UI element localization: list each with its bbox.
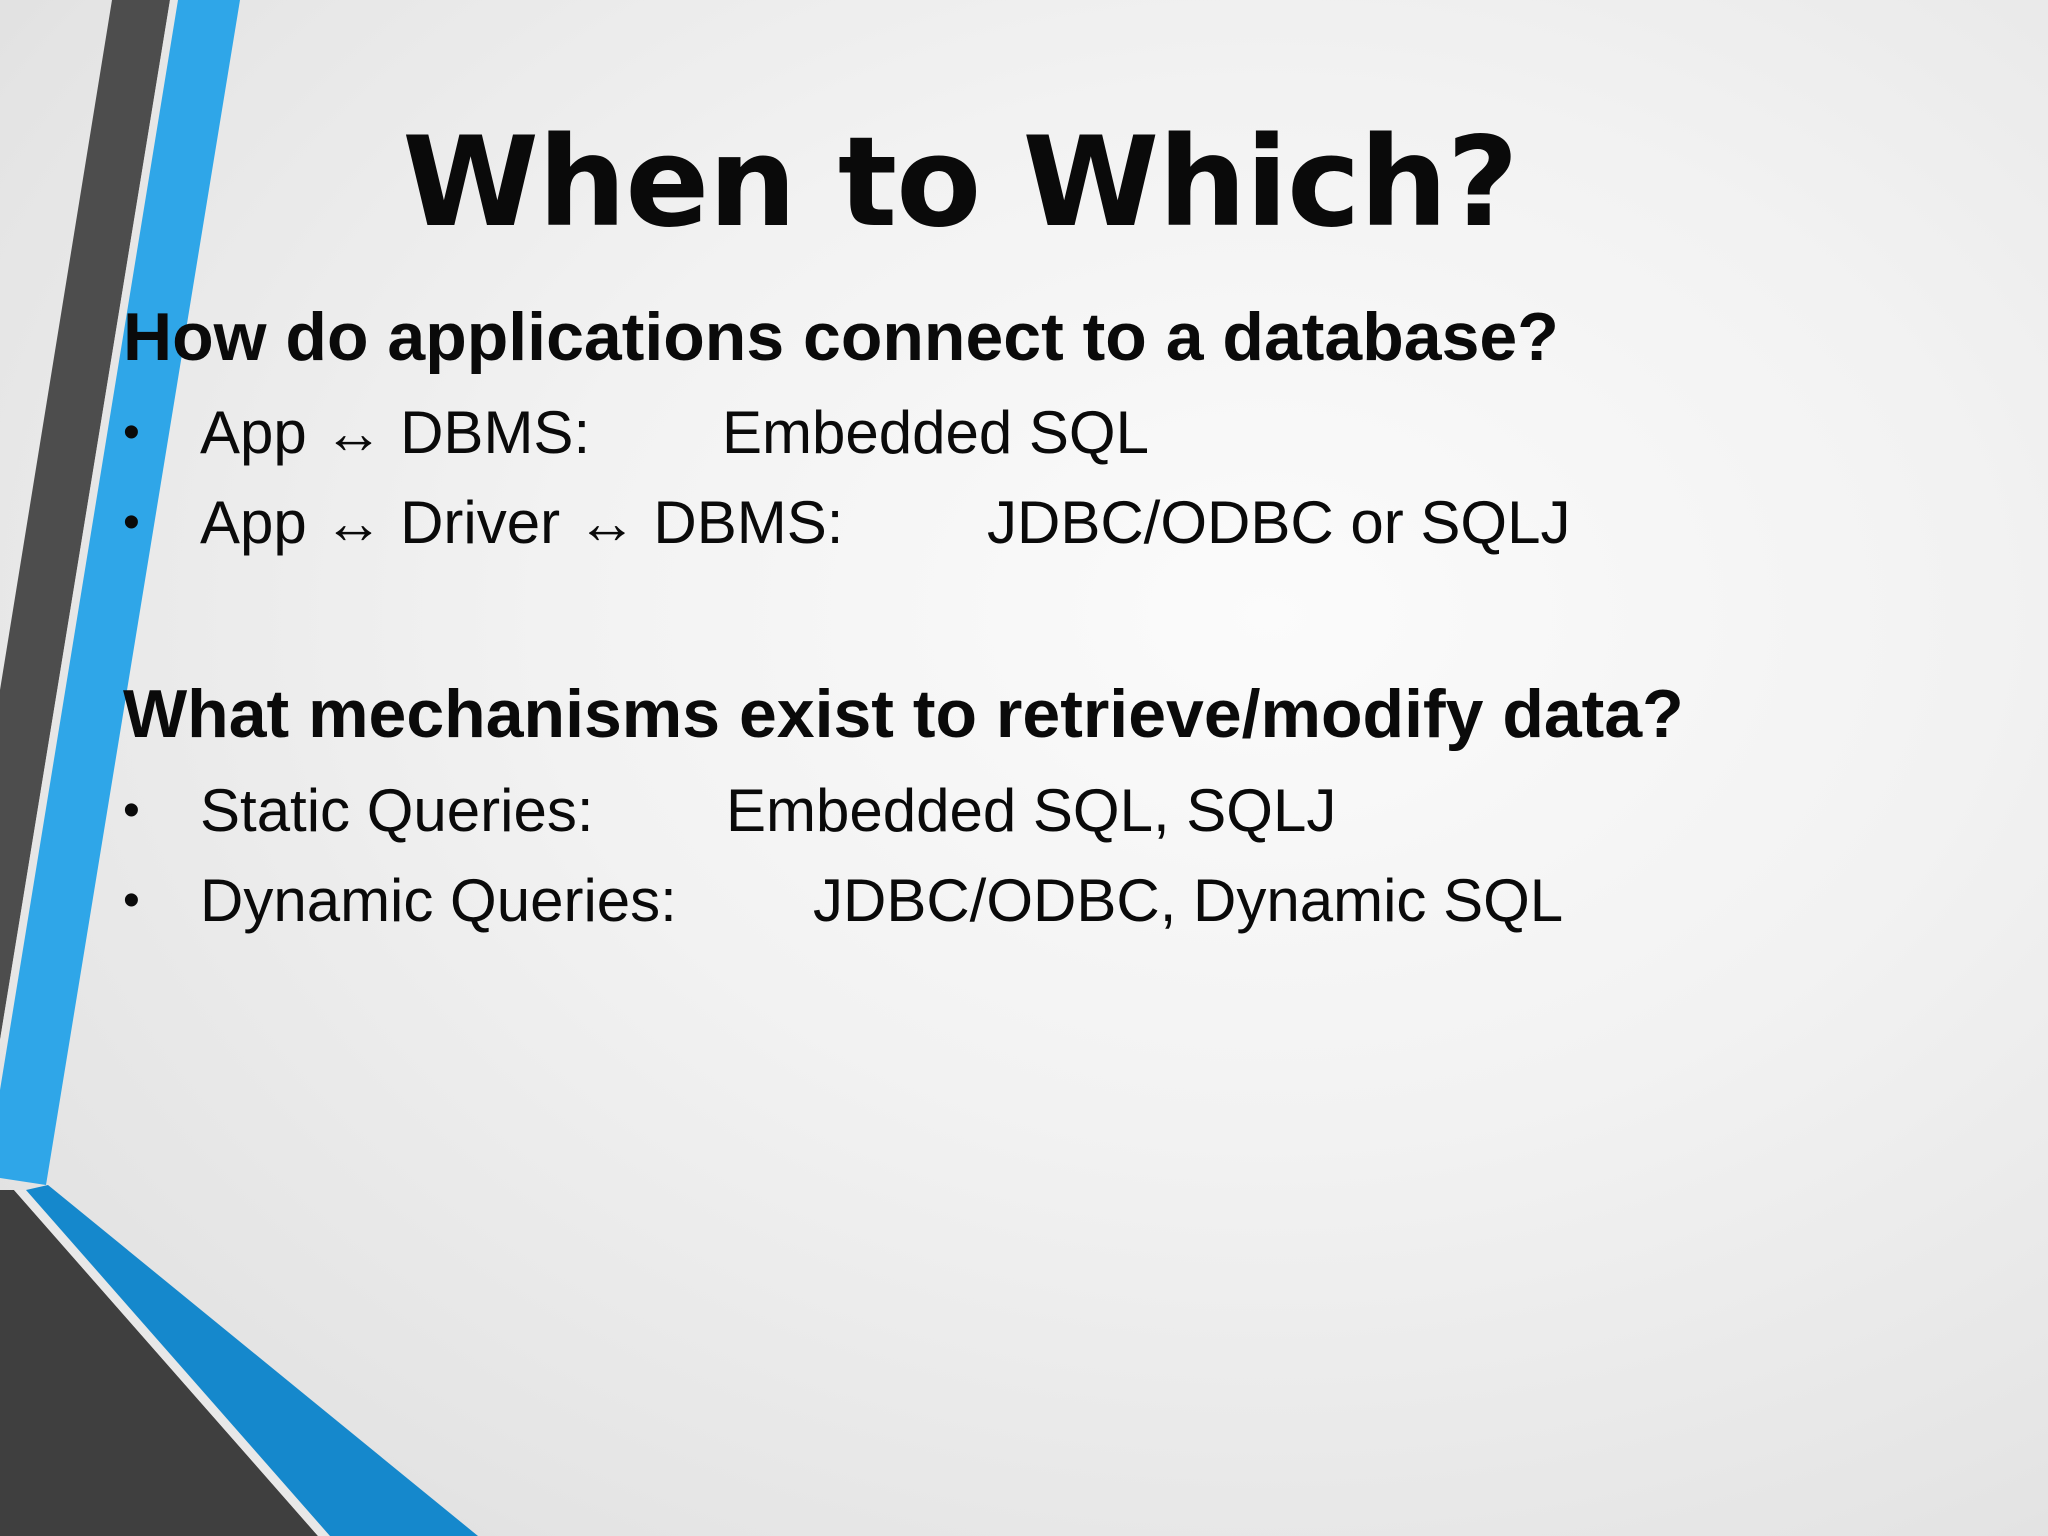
- bullet-value: JDBC/ODBC or SQLJ: [987, 489, 1571, 556]
- bullet-label: App ↔ DBMS:: [200, 399, 591, 466]
- bottom-blue-wedge-shape: [26, 1185, 478, 1536]
- section-heading-connect: How do applications connect to a databas…: [123, 299, 1559, 375]
- bullet-dot: •: [123, 496, 140, 549]
- bullet-dot: •: [123, 784, 140, 837]
- bullet-label: Static Queries:: [200, 777, 594, 844]
- section-heading-mechanisms: What mechanisms exist to retrieve/modify…: [123, 676, 1684, 752]
- bottom-light-separator-shape: [14, 1190, 330, 1536]
- bullet-label: App ↔ Driver ↔ DBMS:: [200, 489, 844, 556]
- bullet-dot: •: [123, 874, 140, 927]
- bullet-value: JDBC/ODBC, Dynamic SQL: [813, 867, 1564, 934]
- bottom-gray-wedge-shape: [0, 1190, 318, 1536]
- slide-title: When to Which?: [402, 111, 1519, 255]
- bullet-value: Embedded SQL: [722, 399, 1149, 466]
- blue-stripe-shape: [0, 0, 240, 1185]
- bullet-value: Embedded SQL, SQLJ: [726, 777, 1337, 844]
- bullet-dot: •: [123, 406, 140, 459]
- bullet-label: Dynamic Queries:: [200, 867, 677, 934]
- light-separator-shape: [0, 0, 178, 1040]
